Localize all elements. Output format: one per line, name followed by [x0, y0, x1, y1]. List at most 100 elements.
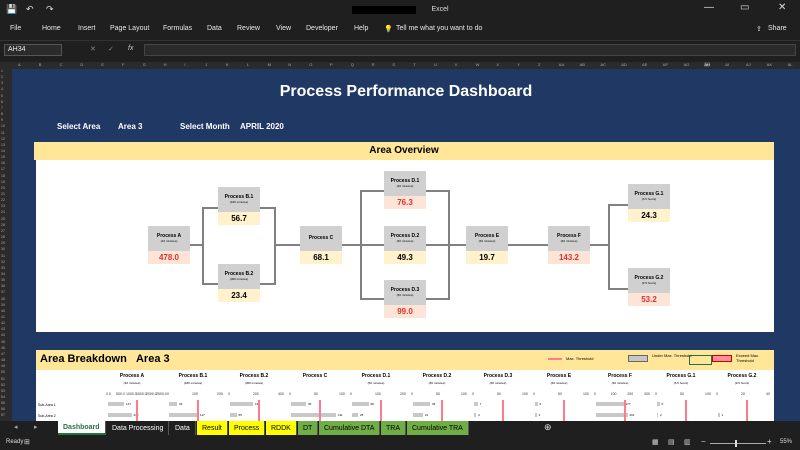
sheet-tab-dashboard[interactable]: Dashboard	[58, 421, 106, 435]
column-header[interactable]: AC	[600, 62, 606, 67]
page-break-icon[interactable]: ▥	[684, 439, 691, 446]
row-header[interactable]: 41	[1, 315, 5, 319]
row-header[interactable]: 55	[1, 401, 5, 406]
row-header[interactable]: 20	[1, 185, 5, 190]
row-header[interactable]: 53	[1, 388, 5, 393]
selected-cell-ah34[interactable]	[689, 355, 712, 365]
sheet-tab-tra[interactable]: TRA	[381, 421, 406, 435]
row-header[interactable]: 45	[1, 339, 5, 344]
row-header[interactable]: 38	[1, 296, 5, 301]
column-header[interactable]: U	[434, 62, 437, 67]
row-header[interactable]: 34	[1, 271, 5, 276]
formula-input[interactable]	[144, 44, 796, 56]
column-header[interactable]: Q	[350, 62, 354, 67]
tab-developer[interactable]: Developer	[306, 25, 338, 32]
minimize-button[interactable]: —	[704, 2, 714, 13]
row-header[interactable]: 11	[1, 130, 5, 135]
sheet-tab-cumulative-tra[interactable]: Cumulative TRA	[407, 421, 469, 435]
column-header[interactable]: Z	[538, 62, 541, 67]
row-header[interactable]: 9	[1, 118, 3, 123]
row-header[interactable]: 44	[1, 333, 5, 338]
row-header[interactable]: 47	[1, 351, 5, 356]
zoom-in-button[interactable]: +	[767, 437, 772, 446]
sheet-tab-result[interactable]: Result	[197, 421, 228, 435]
worksheet[interactable]: Process Performance Dashboard Select Are…	[12, 69, 800, 421]
row-header[interactable]: 54	[1, 394, 5, 399]
row-header[interactable]: 33	[1, 265, 5, 270]
column-header[interactable]: AD	[621, 62, 627, 67]
tab-page-layout[interactable]: Page Layout	[110, 25, 150, 32]
column-header[interactable]: AA	[558, 62, 565, 67]
row-header[interactable]: 12	[1, 136, 5, 141]
row-header[interactable]: 13	[1, 142, 5, 147]
column-header[interactable]: G	[142, 62, 146, 67]
row-header[interactable]: 1	[1, 69, 3, 73]
scroll-left-icon[interactable]: ◂	[14, 424, 18, 431]
row-header[interactable]: 3	[1, 81, 3, 86]
row-header[interactable]: 23	[1, 204, 5, 209]
column-header[interactable]: C	[59, 62, 63, 67]
sheet-tab-data[interactable]: Data	[170, 421, 196, 435]
row-header[interactable]: 2	[1, 75, 3, 80]
row-header[interactable]: 36	[1, 284, 5, 289]
column-header[interactable]: N	[288, 62, 292, 67]
row-header[interactable]: 49	[1, 364, 5, 369]
scroll-right-icon[interactable]: ▸	[34, 424, 38, 431]
column-header[interactable]: R	[371, 62, 375, 67]
row-header[interactable]: 5	[1, 93, 3, 98]
column-header[interactable]: AB	[579, 62, 585, 67]
select-area-value[interactable]: Area 3	[118, 122, 143, 131]
column-header[interactable]: F	[122, 62, 125, 67]
row-header[interactable]: 57	[1, 413, 5, 418]
sheet-tab-dt[interactable]: DT	[298, 421, 319, 435]
row-header[interactable]: 42	[1, 321, 5, 326]
column-header[interactable]: Y	[517, 62, 520, 67]
share-button[interactable]: Share	[768, 25, 787, 32]
row-header[interactable]: 27	[1, 228, 5, 233]
normal-view-icon[interactable]: ▦	[652, 439, 659, 446]
column-header[interactable]: B	[38, 62, 42, 67]
row-header[interactable]: 51	[1, 376, 5, 381]
enter-icon[interactable]: ✓	[108, 46, 114, 53]
row-header[interactable]: 37	[1, 290, 5, 295]
row-header[interactable]: 18	[1, 173, 5, 178]
sheet-tab-data-processing[interactable]: Data Processing	[107, 421, 170, 435]
column-header[interactable]: V	[454, 62, 458, 67]
sheet-tab-process[interactable]: Process	[229, 421, 266, 435]
sheet-tab-cumulative-dta[interactable]: Cumulative DTA	[319, 421, 381, 435]
column-header[interactable]: AI	[725, 62, 729, 67]
column-header[interactable]: AE	[642, 62, 648, 67]
row-header[interactable]: 6	[1, 99, 3, 104]
row-header[interactable]: 8	[1, 112, 3, 117]
column-header[interactable]: T	[413, 62, 416, 67]
column-header[interactable]: X	[496, 62, 500, 67]
sheet-tab-rddk[interactable]: RDDK	[266, 421, 297, 435]
row-header[interactable]: 39	[1, 302, 5, 307]
close-button[interactable]: ✕	[778, 2, 787, 13]
row-header[interactable]: 48	[1, 358, 5, 363]
row-header[interactable]: 10	[1, 124, 5, 129]
row-header[interactable]: 15	[1, 155, 5, 160]
row-header[interactable]: 25	[1, 216, 5, 221]
tab-formulas[interactable]: Formulas	[163, 25, 193, 32]
column-header[interactable]: E	[101, 62, 104, 67]
row-header[interactable]: 30	[1, 247, 5, 252]
column-header[interactable]: D	[80, 62, 84, 67]
add-sheet-icon[interactable]: ⊕	[544, 422, 552, 432]
row-header[interactable]: 16	[1, 161, 5, 166]
column-header[interactable]: K	[226, 62, 229, 67]
tab-help[interactable]: Help	[354, 25, 369, 32]
zoom-out-button[interactable]: −	[701, 437, 706, 446]
zoom-slider[interactable]	[710, 443, 766, 444]
row-header[interactable]: 56	[1, 407, 5, 412]
column-header[interactable]: AH	[704, 62, 710, 67]
tab-view[interactable]: View	[276, 25, 292, 32]
column-header[interactable]: S	[392, 62, 396, 67]
row-header[interactable]: 26	[1, 222, 5, 227]
tab-data[interactable]: Data	[207, 25, 222, 32]
row-header[interactable]: 46	[1, 345, 5, 350]
undo-icon[interactable]: ↶	[26, 4, 34, 14]
column-header[interactable]: AF	[662, 62, 668, 67]
column-header[interactable]: O	[309, 62, 313, 67]
